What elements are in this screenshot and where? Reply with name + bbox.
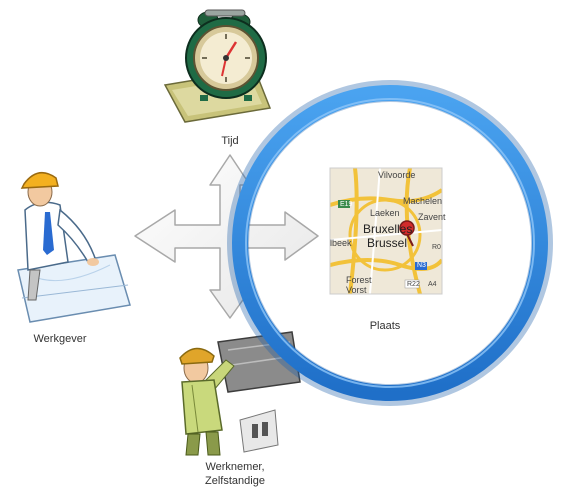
label-werkgever: Werkgever <box>33 333 87 345</box>
map-label-zaventem: Zavent <box>418 212 446 222</box>
label-plaats: Plaats <box>369 320 401 332</box>
map-label-machelen: Machelen <box>403 196 443 206</box>
label-tijd: Tijd <box>221 135 239 147</box>
map-label-forest: Forest <box>346 275 372 285</box>
map-label-bruxelles: Bruxelles <box>363 222 413 236</box>
map-label-brussel: Brussel <box>367 236 408 250</box>
map-label-e19: E19 <box>340 201 353 208</box>
map-label-a4: A4 <box>428 281 437 288</box>
label-werknemer-line1: Werknemer, <box>205 461 265 473</box>
label-werknemer-line2: Zelfstandige <box>205 475 265 487</box>
map-pin-icon <box>399 220 415 247</box>
map-label-laeken: Laeken <box>370 208 400 218</box>
map-label-r22: R22 <box>407 281 420 288</box>
map-label-vilvoorde: Vilvoorde <box>378 170 416 180</box>
map-label-r0: R0 <box>432 244 441 251</box>
map-label-n3: N3 <box>417 262 426 269</box>
map-label-vorst: Vorst <box>346 285 367 295</box>
map-label-beek: lbeek <box>330 238 352 248</box>
label-werknemer: Werknemer, Zelfstandige <box>180 460 290 488</box>
